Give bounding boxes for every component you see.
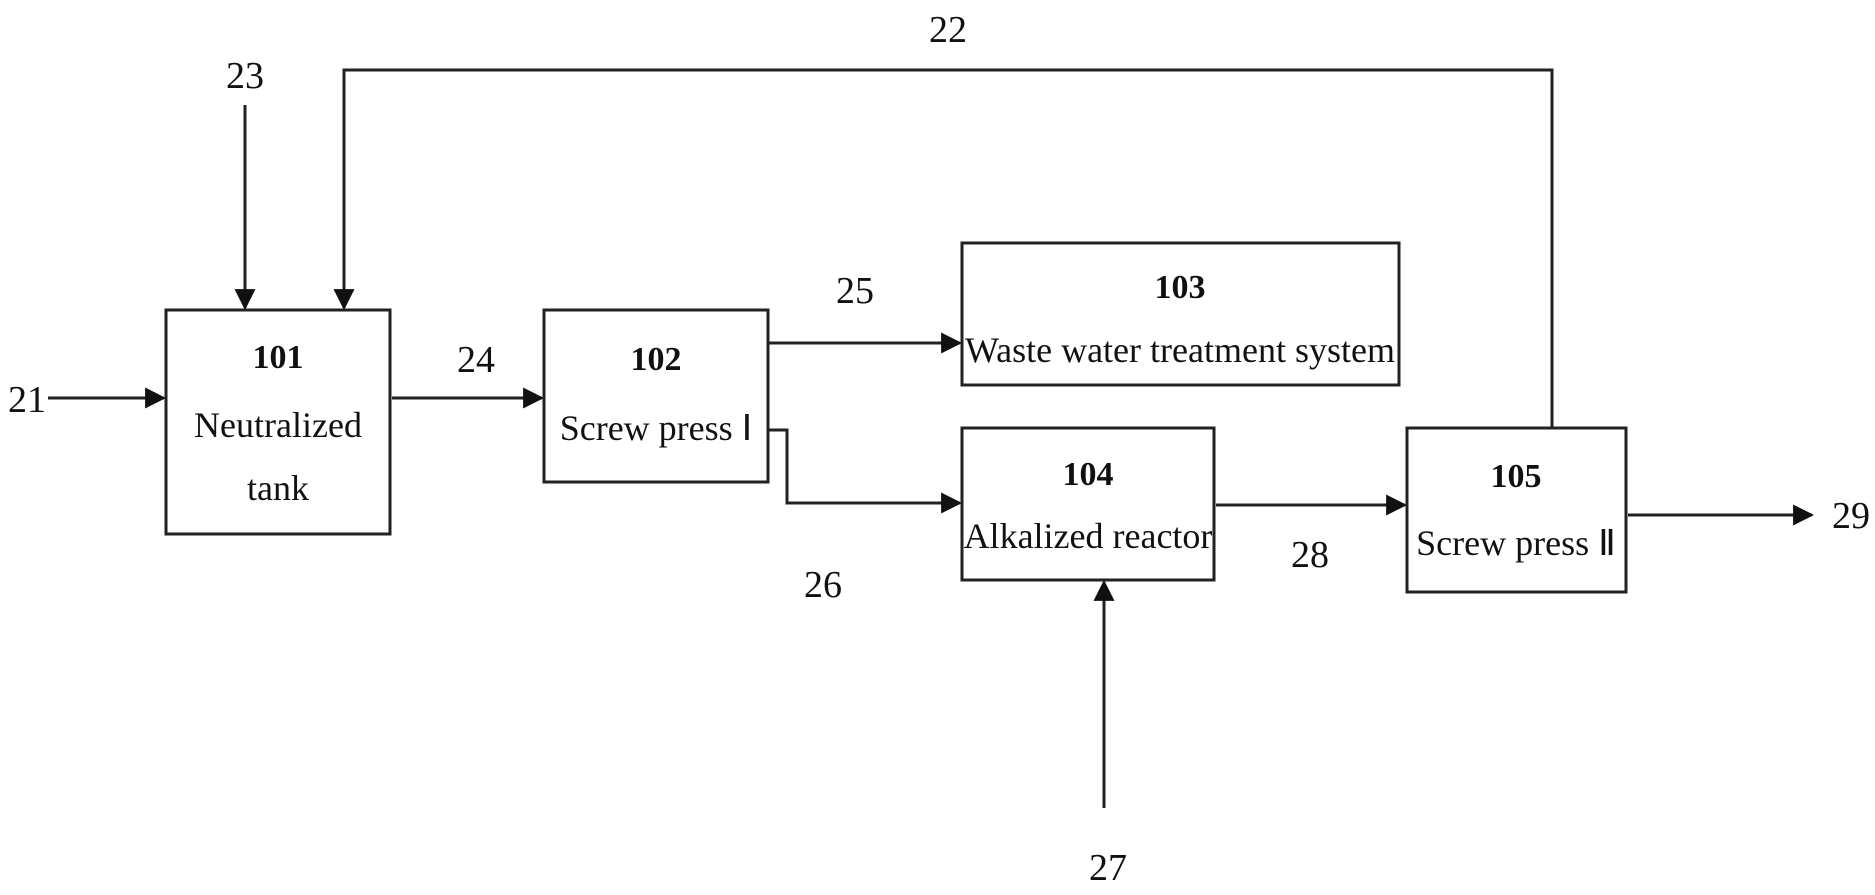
stream-label-23: 23 — [226, 55, 264, 97]
node-105-screw-press-2: 105 Screw press Ⅱ — [1407, 428, 1626, 592]
stream-label-29: 29 — [1832, 495, 1870, 537]
stream-label-25: 25 — [836, 270, 874, 312]
stream-label-22: 22 — [929, 9, 967, 51]
node-102-box — [544, 310, 768, 482]
node-101-name-line2: tank — [247, 468, 309, 508]
node-101-name-line1: Neutralized — [194, 405, 362, 445]
stream-26-arrow — [768, 430, 960, 503]
node-103-name: Waste water treatment system — [965, 330, 1395, 370]
node-104-alkalized-reactor: 104 Alkalized reactor — [962, 428, 1214, 580]
node-103-waste-water-treatment: 103 Waste water treatment system — [962, 243, 1399, 385]
node-102-screw-press-1: 102 Screw press Ⅰ — [544, 310, 768, 482]
node-102-name: Screw press Ⅰ — [560, 408, 753, 448]
stream-label-28: 28 — [1291, 534, 1329, 576]
node-104-id: 104 — [1063, 456, 1114, 493]
node-104-name: Alkalized reactor — [964, 516, 1213, 556]
stream-label-21: 21 — [8, 379, 46, 421]
node-102-id: 102 — [631, 341, 682, 378]
stream-label-24: 24 — [457, 339, 495, 381]
node-101-neutralized-tank: 101 Neutralized tank — [166, 310, 390, 534]
node-103-id: 103 — [1155, 269, 1206, 306]
node-105-name: Screw press Ⅱ — [1416, 523, 1616, 563]
node-101-id: 101 — [253, 339, 304, 376]
node-104-box — [962, 428, 1214, 580]
stream-label-26: 26 — [804, 564, 842, 606]
stream-label-27: 27 — [1089, 847, 1127, 889]
node-105-id: 105 — [1491, 458, 1542, 495]
node-105-box — [1407, 428, 1626, 592]
